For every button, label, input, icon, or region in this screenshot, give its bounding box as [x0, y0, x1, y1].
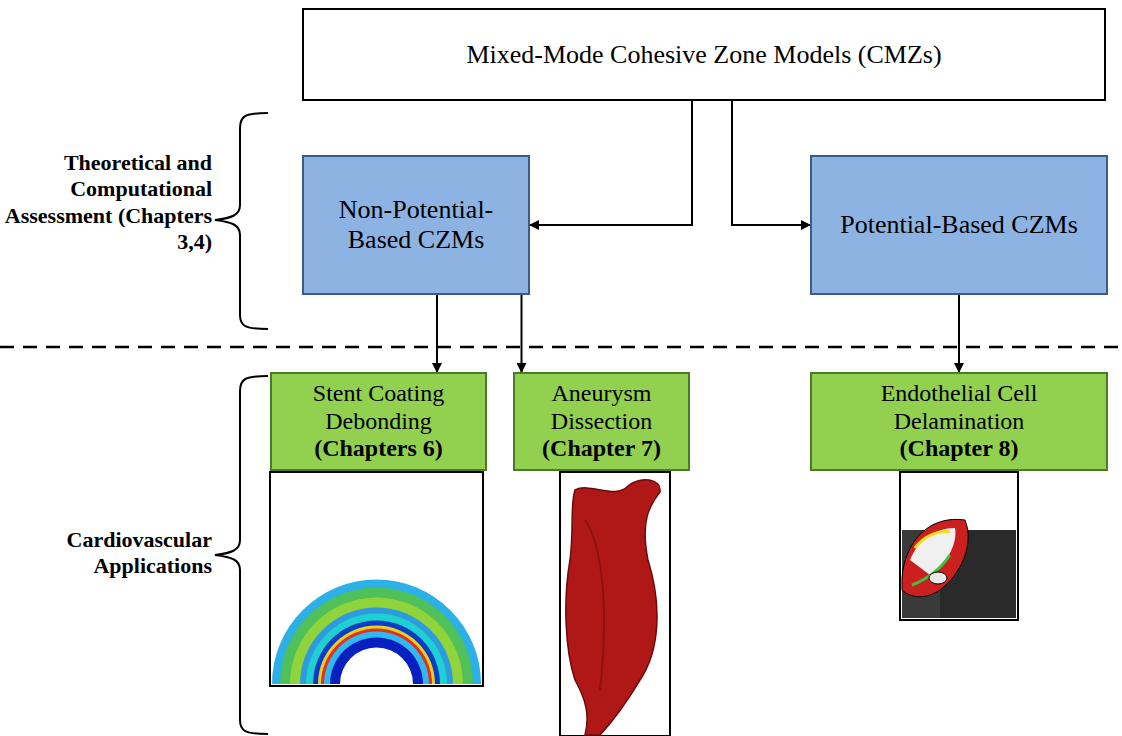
section-label: Cardiovascular Applications [0, 527, 212, 580]
box-title: Mixed-Mode Cohesive Zone Models (CMZs) [466, 40, 941, 70]
section-label: Theoretical and Computational Assessment… [0, 150, 212, 256]
curly-bracket [215, 113, 268, 329]
aneurysm-picture [560, 472, 670, 736]
application-box: Aneurysm Dissection(Chapter 7) [513, 372, 690, 471]
stent-coating-picture [270, 472, 483, 686]
method-box: Non-Potential-Based CZMs [302, 155, 530, 295]
endothelial-cell-picture [900, 472, 1018, 620]
top-box: Mixed-Mode Cohesive Zone Models (CMZs) [302, 8, 1106, 101]
curly-bracket [215, 376, 268, 734]
arrow-connector [732, 101, 810, 225]
chapter-ref: (Chapter 7) [542, 435, 661, 463]
arrow-connector [530, 101, 692, 225]
arrow-connector [436, 295, 438, 372]
box-title: Aneurysm Dissection [525, 380, 678, 435]
box-title: Stent Coating Debonding [282, 380, 475, 435]
application-box: Stent Coating Debonding(Chapters 6) [270, 372, 487, 471]
box-title: Endothelial Cell Delamination [822, 380, 1096, 435]
box-title: Non-Potential-Based CZMs [314, 195, 518, 255]
chapter-ref: (Chapter 8) [900, 435, 1019, 463]
dashed-separator [0, 346, 1122, 349]
chapter-ref: (Chapters 6) [314, 435, 443, 463]
method-box: Potential-Based CZMs [810, 155, 1108, 295]
box-title: Potential-Based CZMs [840, 210, 1078, 240]
application-box: Endothelial Cell Delamination(Chapter 8) [810, 372, 1108, 471]
arrow-connector [521, 295, 523, 372]
arrow-connector [958, 295, 960, 372]
